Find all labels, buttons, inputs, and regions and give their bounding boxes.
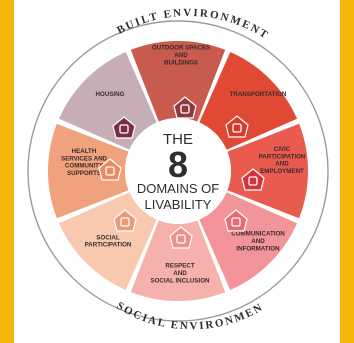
label-line: AND — [251, 238, 265, 245]
label-line: HOUSING — [96, 91, 125, 98]
label-line: SERVICES AND — [61, 155, 108, 162]
label-line: SUPPORTS — [67, 170, 101, 177]
tablet-icon — [224, 209, 248, 232]
label-housing: HOUSING — [96, 91, 125, 98]
center-circle — [125, 118, 231, 224]
center-title-the: THE — [163, 131, 193, 148]
label-line: AND — [173, 270, 187, 277]
center-number: 8 — [168, 144, 188, 185]
people-icon — [113, 209, 137, 232]
frame-left — [0, 0, 14, 343]
segment-outdoor-spaces — [130, 41, 226, 122]
segment-respect — [130, 220, 226, 302]
label-line: RESPECT — [165, 263, 194, 270]
label-line: BUILDINGS — [164, 59, 198, 66]
heartbeat-icon — [98, 158, 122, 181]
center-title-domains: DOMAINS OF — [137, 181, 219, 196]
label-line: SOCIAL INCLUSION — [150, 277, 210, 284]
label-line: AND — [275, 161, 289, 168]
outer-ring-arc-bottom — [27, 170, 329, 322]
label-line: INFORMATION — [236, 245, 280, 252]
label-line: EMPLOYMENT — [260, 168, 304, 175]
label-line: AND — [174, 52, 188, 59]
label-line: SOCIAL — [96, 234, 120, 241]
bicycle-icon — [225, 115, 249, 138]
label-transportation: TRANSPORTATION — [230, 91, 287, 98]
outer-ring-arc-top — [27, 20, 329, 172]
house-icon — [112, 116, 136, 139]
label-line: HEALTH — [72, 148, 97, 155]
label-line: COMMUNICATION — [231, 231, 285, 238]
label-line: COMMUNITY — [65, 163, 104, 170]
frame-right — [340, 0, 354, 343]
segment-health — [48, 123, 129, 219]
label-line: PARTICIPATION — [85, 242, 132, 249]
domain-segments — [48, 41, 309, 302]
label-line: OUTDOOR SPACES — [152, 45, 210, 52]
label-line: PARTICIPATION — [259, 153, 306, 160]
built-environment-label: BUILT ENVIRONMENT — [115, 7, 271, 42]
park-bench-icon — [173, 96, 197, 119]
segment-civic — [227, 123, 309, 219]
segment-communication — [199, 192, 298, 291]
domain-icon-badges — [98, 96, 265, 249]
label-line: CIVIC — [274, 146, 291, 153]
center-title-livability: LIVABILITY — [145, 197, 212, 212]
label-line: TRANSPORTATION — [230, 91, 287, 98]
building-icon — [241, 168, 265, 191]
handshake-icon — [169, 226, 193, 249]
segment-transportation — [199, 51, 298, 150]
